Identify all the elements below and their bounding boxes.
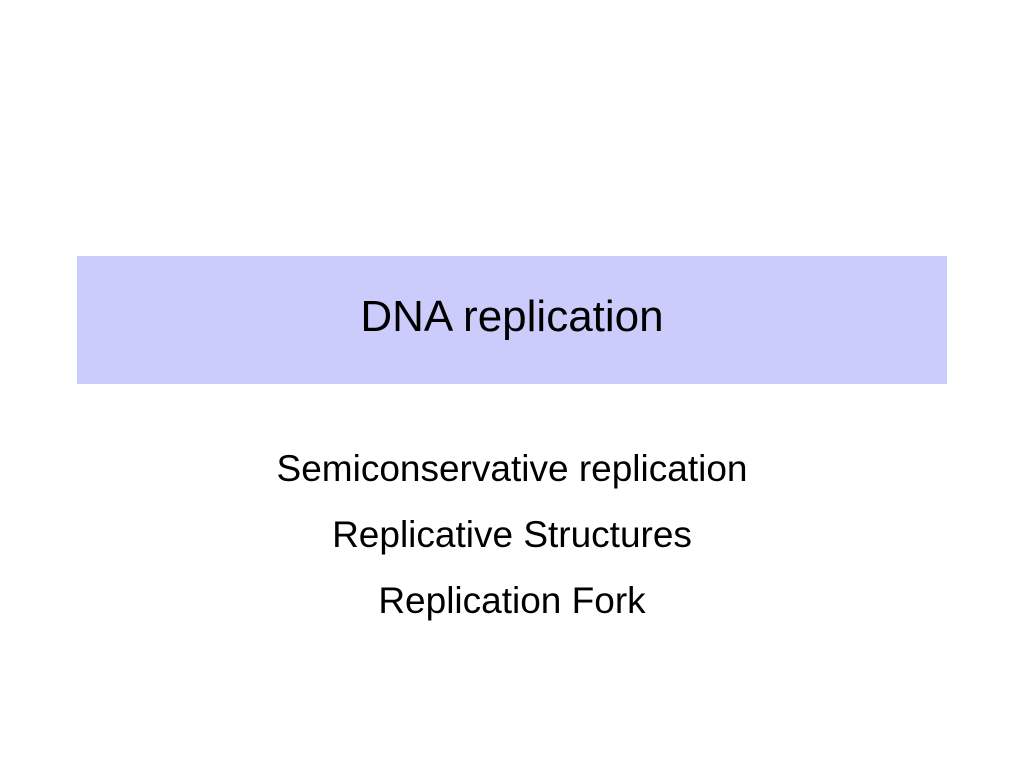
subtitle-list: Semiconservative replication Replicative… [77,442,947,640]
subtitle-item: Replication Fork [378,580,646,621]
subtitle-item: Semiconservative replication [276,448,748,489]
subtitle-item: Replicative Structures [332,514,692,555]
title-band: DNA replication [77,256,947,384]
slide-title: DNA replication [360,292,664,341]
